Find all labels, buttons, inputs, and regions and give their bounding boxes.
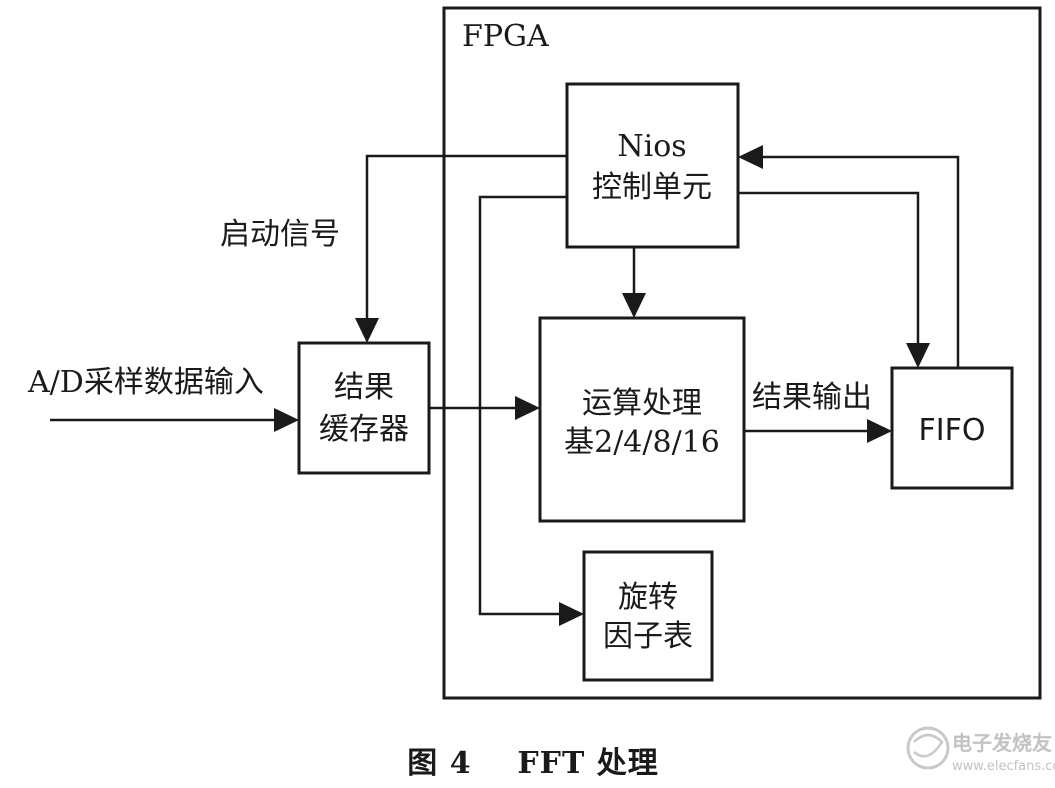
start-signal-label: 启动信号 <box>220 217 340 252</box>
nios-to-twiddle-line <box>478 195 567 616</box>
ad-input-label: A/D采样数据输入 <box>27 365 264 400</box>
result-buffer-box <box>297 341 431 475</box>
watermark-url: www.elecfans.com <box>952 759 1055 774</box>
watermark-logo-swirl <box>913 733 944 758</box>
watermark-name: 电子发烧友 <box>952 731 1052 755</box>
buffer-label-line2: 缓存器 <box>319 412 409 447</box>
result-output-label: 结果输出 <box>752 380 872 415</box>
twiddle-label-line2: 因子表 <box>603 619 693 654</box>
buffer-label-line1: 结果 <box>334 370 394 405</box>
buffer-to-compute-arrowhead <box>515 396 540 420</box>
compute-to-fifo-arrowhead <box>867 419 892 443</box>
start-signal-line <box>365 154 567 322</box>
compute-label-line2: 基2/4/8/16 <box>564 425 720 460</box>
fifo-to-nios-arrowhead <box>738 145 763 169</box>
fpga-label: FPGA <box>462 19 549 54</box>
nios-to-fifo-arrowhead <box>906 343 930 368</box>
nios-to-compute-arrowhead <box>622 293 646 318</box>
fpga-boundary <box>442 6 1042 700</box>
nios-label-line1: Nios <box>617 129 686 164</box>
nios-label-line2: 控制单元 <box>592 170 712 205</box>
start-signal-arrowhead <box>355 318 379 343</box>
ad-input-arrowhead <box>274 408 299 432</box>
watermark-logo-icon <box>906 726 950 770</box>
compute-label-line1: 运算处理 <box>582 386 702 421</box>
fifo-to-nios-line <box>759 155 960 368</box>
fifo-label: FIFO <box>919 413 986 448</box>
twiddle-table-box <box>582 550 714 682</box>
nios-to-fifo-line <box>738 191 920 347</box>
fifo-box <box>890 366 1014 490</box>
watermark-logo: 电子发烧友 www.elecfans.com <box>906 726 1055 774</box>
compute-unit-box <box>538 316 746 523</box>
twiddle-label-line1: 旋转 <box>618 580 678 615</box>
nios-control-unit-box <box>565 82 740 249</box>
figure-caption: 图 4 FFT 处理 <box>407 746 658 781</box>
nios-to-twiddle-arrowhead <box>559 602 584 626</box>
